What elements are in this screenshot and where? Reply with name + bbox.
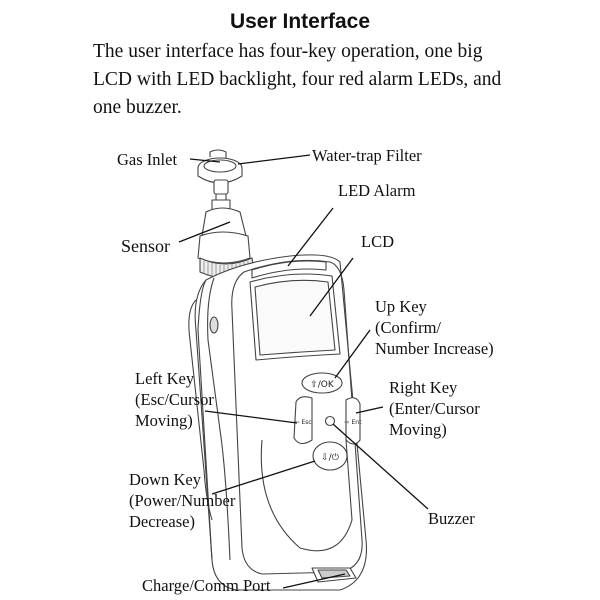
leader-down-key (211, 460, 316, 495)
leader-charge-port (282, 573, 346, 589)
leader-left-key (204, 410, 298, 424)
intro-paragraph: The user interface has four-key operatio… (93, 38, 533, 122)
label-line: LED Alarm (338, 181, 416, 200)
label-line: Charge/Comm Port (142, 576, 271, 595)
right-key (345, 397, 361, 445)
left-key-glyph: ⇦ Esc (294, 419, 311, 426)
label-lcd: LCD (361, 231, 394, 252)
water-trap-filter-icon (197, 157, 243, 184)
label-left-key: Left Key (Esc/Cursor Moving) (135, 368, 214, 431)
lcd-screen (249, 273, 341, 361)
label-line: Up Key (375, 297, 427, 316)
leader-water-trap (237, 154, 311, 165)
right-key-glyph: ⇨ Ent (345, 419, 363, 426)
led-alarm-icon (251, 260, 327, 279)
gas-inlet-icon (209, 149, 227, 158)
label-up-key: Up Key (Confirm/ Number Increase) (375, 296, 494, 359)
page-title: User Interface (229, 10, 371, 33)
label-line: (Enter/Cursor (389, 399, 480, 418)
label-line: (Confirm/ (375, 318, 441, 337)
label-water-trap-filter: Water-trap Filter (312, 145, 422, 166)
label-down-key: Down Key (Power/Number Decrease) (129, 469, 235, 532)
intro-line: The user interface has four-key operatio… (93, 41, 483, 62)
label-charge-port: Charge/Comm Port (142, 575, 271, 596)
leader-led-alarm (287, 207, 334, 267)
leader-buzzer (332, 423, 429, 510)
label-line: LCD (361, 232, 394, 251)
label-line: Moving) (135, 411, 193, 430)
label-line: Buzzer (428, 509, 475, 528)
label-buzzer: Buzzer (428, 508, 475, 529)
leader-sensor (178, 221, 231, 243)
label-line: Number Increase) (375, 339, 494, 358)
label-line: Left Key (135, 369, 195, 388)
up-key (301, 372, 343, 394)
leader-right-key (355, 406, 384, 414)
up-key-glyph: ⇧/OK (310, 380, 335, 390)
leader-lcd (309, 257, 354, 317)
label-line: Gas Inlet (117, 150, 178, 169)
leader-gas-inlet (189, 158, 221, 163)
label-right-key: Right Key (Enter/Cursor Moving) (389, 377, 480, 440)
label-line: (Power/Number (129, 491, 236, 510)
label-line: Water-trap Filter (312, 146, 422, 165)
sensor-icon (197, 207, 255, 279)
label-sensor: Sensor (121, 236, 170, 257)
left-key (293, 396, 313, 445)
intro-line: one buzzer. (93, 97, 182, 118)
label-line: Right Key (389, 378, 458, 397)
label-led-alarm: LED Alarm (338, 180, 415, 201)
leader-up-key (334, 329, 371, 379)
label-line: Moving) (389, 420, 447, 439)
keypad (293, 372, 361, 471)
buzzer-icon (324, 415, 336, 427)
label-gas-inlet: Gas Inlet (117, 149, 177, 170)
intro-line: LCD with LED backlight, four red alarm L… (93, 69, 502, 90)
label-line: Down Key (129, 470, 201, 489)
label-line: Sensor (121, 236, 170, 256)
down-key (312, 441, 348, 471)
down-key-glyph: ⇩/⏻ (321, 452, 339, 463)
label-line: Decrease) (129, 512, 195, 531)
label-line: (Esc/Cursor (135, 390, 214, 409)
